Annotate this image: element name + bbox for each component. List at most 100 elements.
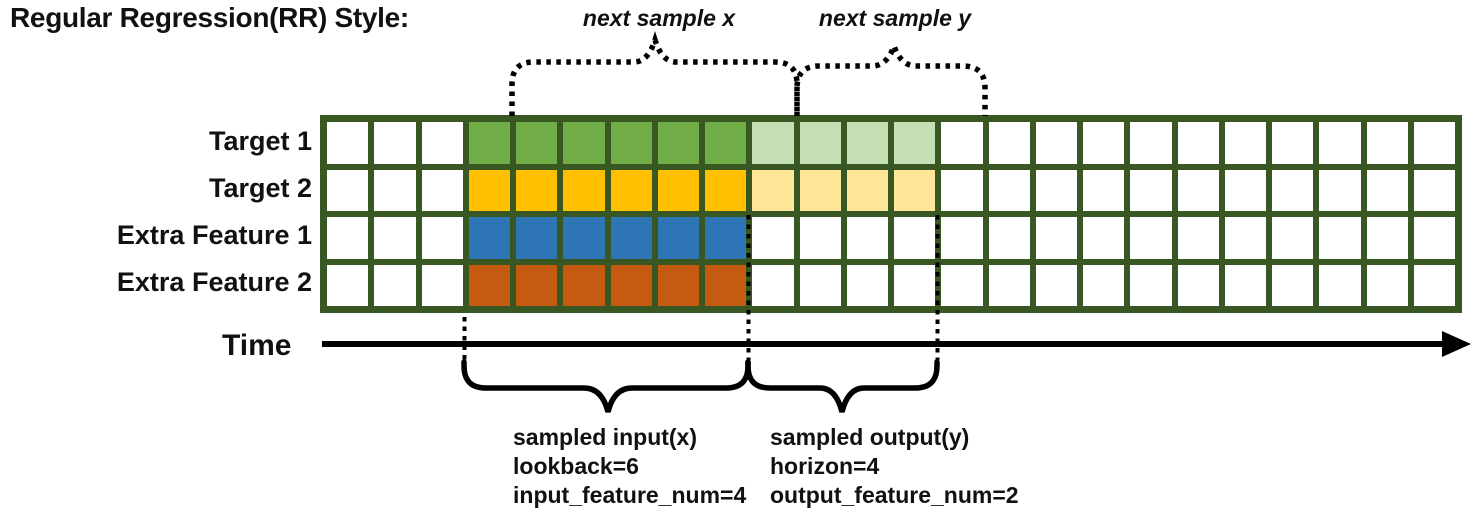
next-sample-x-brace — [509, 30, 800, 116]
grid-cell — [563, 122, 605, 164]
grid-cell — [705, 217, 747, 259]
grid-cell — [799, 169, 841, 211]
grid-cell — [1130, 169, 1172, 211]
grid-cell — [1366, 264, 1408, 306]
grid-cell — [1130, 122, 1172, 164]
grid-cell — [563, 264, 605, 306]
input-feature-num-value: input_feature_num=4 — [513, 482, 747, 508]
sampled-input-brace — [461, 359, 751, 413]
grid-cell — [1413, 169, 1455, 211]
grid-cell — [705, 122, 747, 164]
grid-cell — [1272, 169, 1314, 211]
grid-cell — [327, 264, 369, 306]
grid-cell — [374, 264, 416, 306]
time-series-grid — [320, 115, 1462, 313]
grid-cell — [1319, 264, 1361, 306]
grid-cell — [941, 217, 983, 259]
grid-cell — [1177, 169, 1219, 211]
sampled-input-summary: sampled input(x) lookback=6 input_featur… — [513, 423, 746, 510]
grid-cell — [1035, 122, 1077, 164]
horizon-value: horizon=4 — [770, 453, 880, 479]
grid-cell — [1177, 264, 1219, 306]
grid-cell — [610, 169, 652, 211]
next-sample-y-brace — [794, 37, 988, 116]
grid-cell — [1272, 217, 1314, 259]
grid-cell — [1224, 122, 1266, 164]
grid-cell — [894, 217, 936, 259]
grid-cell — [657, 264, 699, 306]
grid-cell — [1083, 217, 1125, 259]
grid-cell — [516, 169, 558, 211]
grid-cell — [846, 217, 888, 259]
output-feature-num-value: output_feature_num=2 — [770, 482, 1019, 508]
grid-cell — [657, 169, 699, 211]
grid-cell — [1224, 264, 1266, 306]
grid-cell — [799, 122, 841, 164]
grid-cell — [705, 169, 747, 211]
grid-cell — [894, 264, 936, 306]
grid-cell — [1224, 169, 1266, 211]
grid-cell — [327, 169, 369, 211]
grid-cell — [1366, 217, 1408, 259]
sampled-output-title: sampled output(y) — [770, 424, 970, 450]
row-label-target-1: Target 1 — [208, 126, 312, 156]
grid-cell — [1366, 122, 1408, 164]
sampled-input-title: sampled input(x) — [513, 424, 698, 450]
grid-cell — [1366, 169, 1408, 211]
grid-cell — [1083, 264, 1125, 306]
grid-cell — [705, 264, 747, 306]
grid-cell — [846, 169, 888, 211]
grid-cell — [752, 264, 794, 306]
page-title: Regular Regression(RR) Style: — [10, 2, 409, 33]
grid-cell — [941, 169, 983, 211]
grid-cell — [1035, 169, 1077, 211]
row-label-target-2: Target 2 — [208, 173, 312, 203]
grid-cell — [374, 217, 416, 259]
grid-cell — [988, 169, 1030, 211]
grid-cell — [1319, 217, 1361, 259]
grid-cell — [846, 264, 888, 306]
grid-cell — [1083, 169, 1125, 211]
grid-cell — [516, 264, 558, 306]
lookback-value: lookback=6 — [513, 453, 639, 479]
row-label-extra-feature-2: Extra Feature 2 — [116, 267, 312, 297]
grid-cell — [516, 217, 558, 259]
grid-cell — [468, 264, 510, 306]
grid-cell — [1413, 122, 1455, 164]
grid-cell — [657, 122, 699, 164]
grid-cell — [374, 169, 416, 211]
grid-cell — [941, 122, 983, 164]
row-label-extra-feature-1: Extra Feature 1 — [116, 220, 312, 250]
grid-cell — [657, 217, 699, 259]
grid-cell — [421, 264, 463, 306]
grid-cell — [1272, 264, 1314, 306]
grid-cell — [1224, 217, 1266, 259]
grid-cell — [846, 122, 888, 164]
grid-cell — [468, 169, 510, 211]
grid-cell — [799, 264, 841, 306]
grid-cell — [894, 169, 936, 211]
grid-cell — [1272, 122, 1314, 164]
grid-cell — [1130, 264, 1172, 306]
grid-cell — [988, 217, 1030, 259]
grid-cell — [374, 122, 416, 164]
grid-cell — [1130, 217, 1172, 259]
grid-cell — [894, 122, 936, 164]
grid-cell — [563, 169, 605, 211]
grid-cell — [988, 122, 1030, 164]
next-sample-x-label: next sample x — [582, 5, 736, 31]
sampled-output-brace — [745, 359, 940, 413]
grid-cell — [610, 122, 652, 164]
grid-cell — [327, 122, 369, 164]
next-sample-y-label: next sample y — [818, 5, 972, 31]
grid-cell — [610, 264, 652, 306]
time-axis-arrowhead — [1442, 331, 1471, 357]
time-axis-label: Time — [222, 329, 292, 362]
grid-cell — [752, 169, 794, 211]
grid-cell — [1083, 122, 1125, 164]
grid-cell — [1177, 217, 1219, 259]
sampled-output-summary: sampled output(y) horizon=4 output_featu… — [770, 423, 1019, 510]
grid-cell — [1413, 217, 1455, 259]
grid-cell — [421, 217, 463, 259]
